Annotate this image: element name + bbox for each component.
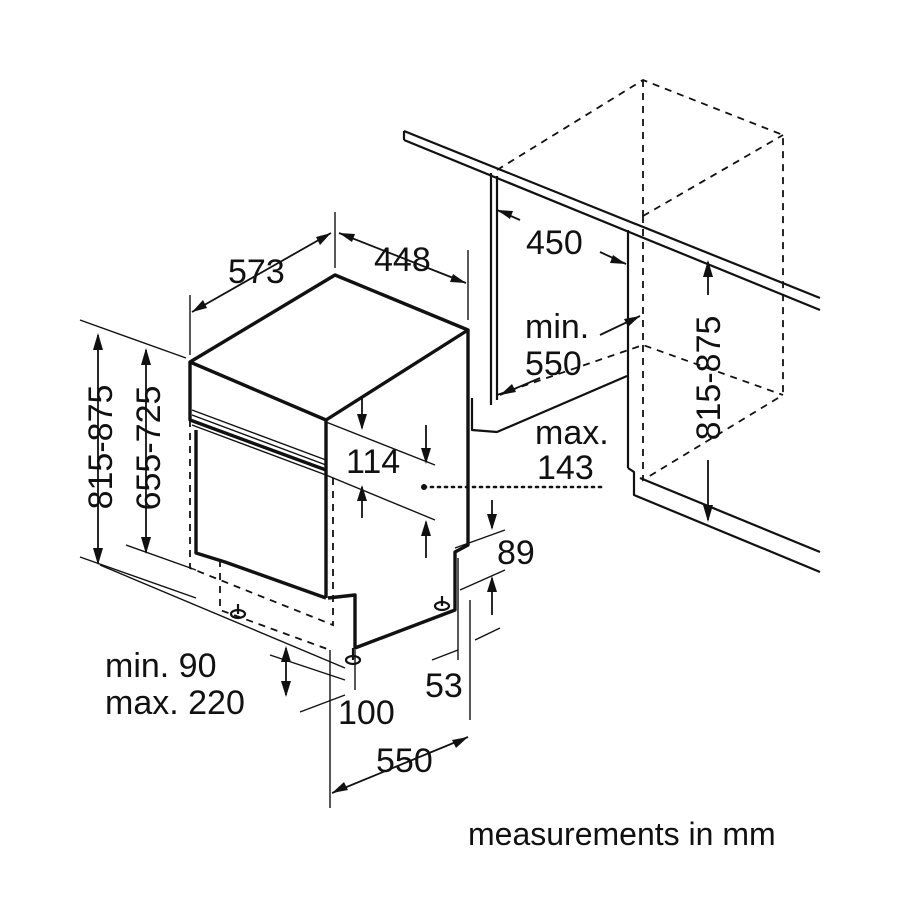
arrow-114-a — [357, 414, 367, 430]
floor-line-right — [639, 476, 821, 554]
arrow-573-a — [192, 300, 207, 312]
dim-550-bottom — [331, 736, 469, 794]
arrow-655-a — [141, 348, 151, 365]
panel-stripe-4 — [191, 424, 327, 476]
countertop-bottom-edge — [403, 138, 821, 312]
floor-line-left — [99, 564, 346, 669]
arrow-450-b — [610, 255, 626, 264]
arrow-89-b — [487, 576, 497, 592]
niche-floor-front — [642, 345, 784, 482]
label-max-220: max. 220 — [105, 684, 245, 722]
panel-stripe-3 — [191, 419, 327, 471]
appliance-panel-front — [188, 362, 327, 472]
arrow-114-c — [357, 485, 367, 501]
arrow-114-b — [421, 448, 431, 464]
arrow-815-left-a — [93, 333, 103, 350]
arrow-815-right-a — [703, 260, 713, 277]
ext-89-top — [454, 529, 506, 549]
label-550-bottom: 550 — [376, 742, 433, 780]
label-min: min. — [525, 308, 589, 346]
arrow-815-left-b — [93, 548, 103, 565]
arrow-450-a — [497, 210, 513, 219]
countertop-top-edge — [403, 129, 821, 300]
arrow-114-d — [421, 520, 431, 536]
niche-floor-back — [496, 344, 784, 396]
arrow-815-right-b — [703, 505, 713, 522]
label-min-90: min. 90 — [105, 647, 217, 685]
ext-53-a — [431, 649, 459, 661]
ext-114-top — [325, 421, 436, 466]
ext-90-top — [269, 654, 346, 681]
plinth-dashed-outline — [219, 560, 331, 651]
label-53: 53 — [425, 667, 463, 705]
arrow-550-b — [452, 737, 468, 748]
ext-90-bottom — [299, 694, 346, 713]
ext-89-bottom — [459, 569, 506, 591]
dimension-labels: 573 448 815-875 655-725 114 450 min. 550… — [82, 224, 776, 852]
ext-815-bottom — [79, 556, 197, 599]
arrow-90-b — [281, 681, 291, 697]
label-573: 573 — [228, 253, 285, 291]
dim-573 — [191, 232, 332, 313]
arrow-448-b — [450, 274, 466, 283]
label-448: 448 — [374, 241, 431, 279]
label-max: max. — [535, 414, 609, 452]
dim-448 — [338, 232, 467, 284]
niche-right-wall-bottom — [627, 467, 821, 574]
appliance-top-face — [188, 273, 470, 422]
panel-stripe-2 — [191, 414, 327, 466]
appliance-side-face — [327, 330, 470, 650]
ext-53-b — [474, 627, 501, 641]
label-100: 100 — [338, 694, 395, 732]
label-815-875-left: 815-875 — [82, 385, 120, 510]
label-655-725: 655-725 — [130, 386, 168, 511]
door-dashed-outline — [189, 420, 334, 627]
label-89: 89 — [497, 534, 535, 572]
appliance-door — [194, 430, 327, 600]
arrow-89-a — [487, 514, 497, 530]
arrow-550min-b — [500, 384, 516, 395]
arrow-90-a — [281, 646, 291, 662]
dim-143-origin — [421, 484, 427, 490]
dishwasher-body — [188, 273, 470, 666]
ext-815-top — [79, 319, 187, 359]
measurements-caption: measurements in mm — [468, 816, 776, 852]
arrow-655-b — [141, 537, 151, 554]
ext-655-bottom — [125, 544, 197, 571]
label-450: 450 — [526, 224, 583, 262]
arrow-573-b — [316, 233, 331, 245]
arrow-550min-a — [624, 316, 640, 327]
label-815-875-right: 815-875 — [690, 316, 728, 441]
dimension-lines — [79, 209, 713, 808]
label-114: 114 — [346, 443, 400, 481]
ext-114-bottom — [325, 474, 436, 521]
label-143: 143 — [537, 449, 594, 487]
niche-left-wall-bottom — [470, 374, 628, 434]
label-550-min: 550 — [525, 345, 582, 383]
panel-stripe-1 — [191, 409, 327, 461]
arrow-448-a — [339, 233, 355, 242]
arrow-550-a — [332, 782, 348, 793]
niche-back-diagonal — [642, 134, 784, 217]
niche-cabinet — [402, 78, 821, 574]
